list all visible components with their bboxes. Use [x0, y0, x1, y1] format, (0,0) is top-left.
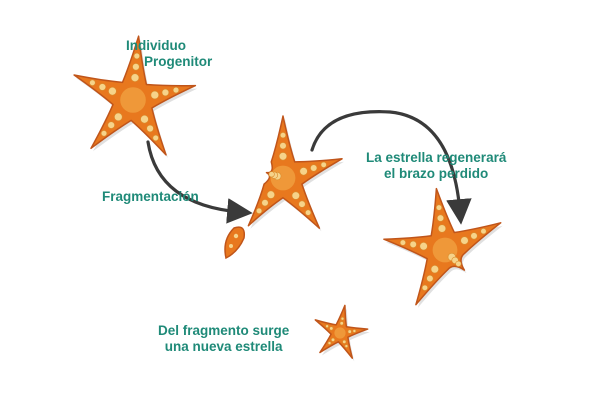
- new-star-line1: Del fragmento surge: [158, 323, 290, 338]
- new-star-line2: una nueva estrella: [164, 339, 283, 354]
- fragmented-starfish: [247, 115, 344, 232]
- fragmentation-arrow: [146, 140, 253, 224]
- parent-starfish: [73, 35, 198, 158]
- detached-arm-fragment: [224, 226, 246, 260]
- fragmentation-label: Fragmentación: [102, 189, 199, 205]
- fragmentation-text: Fragmentación: [102, 189, 199, 204]
- regeneration-label: La estrella regenerará el brazo perdido: [366, 150, 506, 182]
- regenerating-starfish: [383, 187, 503, 308]
- regeneration-line2: el brazo perdido: [384, 166, 489, 181]
- parent-label-line1: Individuo: [126, 38, 186, 53]
- parent-individual-label: Individuo Progenitor: [126, 38, 212, 70]
- new-starfish: [314, 304, 370, 362]
- new-star-label: Del fragmento surge una nueva estrella: [158, 323, 289, 355]
- regeneration-arrow: [310, 110, 472, 225]
- regeneration-line1: La estrella regenerará: [366, 150, 507, 165]
- parent-label-line2: Progenitor: [144, 54, 213, 69]
- fragmented-starfish-body: [247, 115, 343, 229]
